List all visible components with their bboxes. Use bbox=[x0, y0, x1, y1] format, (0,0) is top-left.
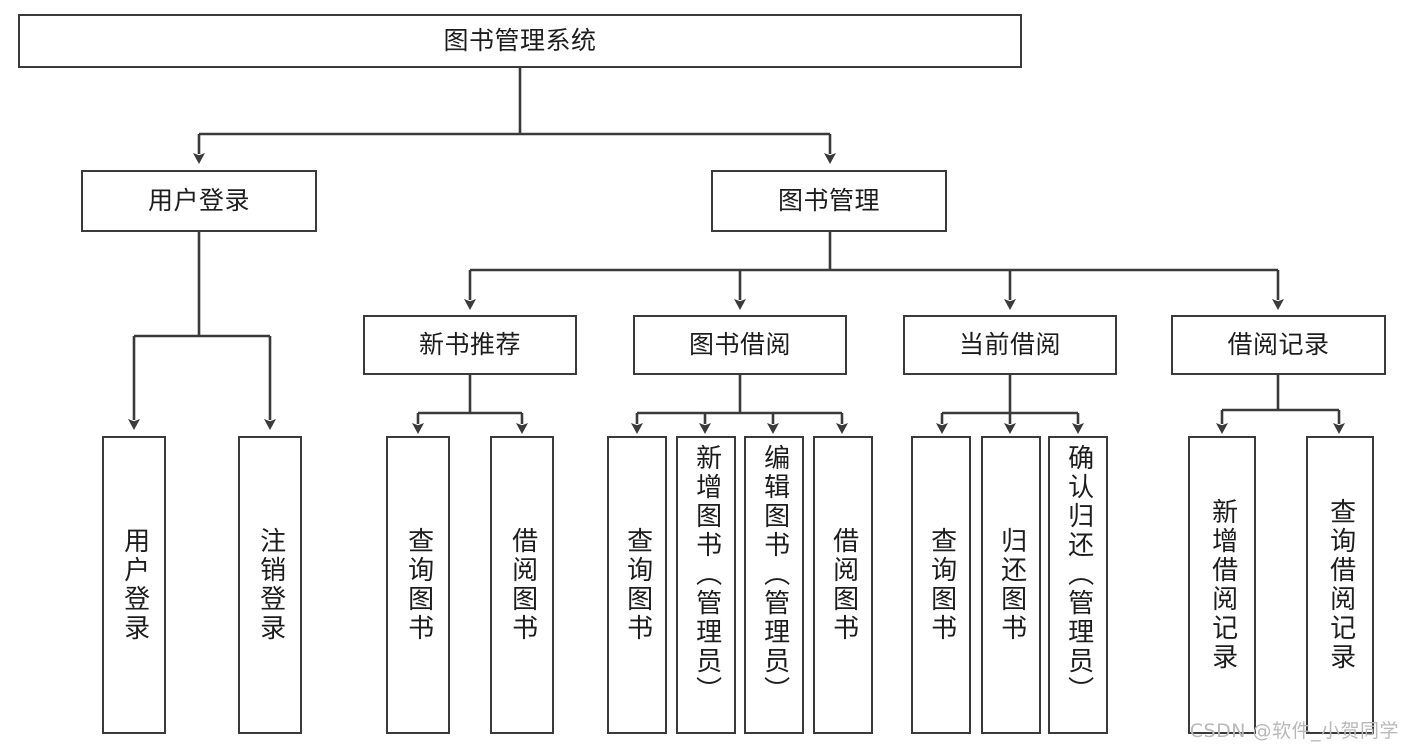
leaf-logout[interactable]: 注销登录 bbox=[238, 436, 302, 734]
leaf-query-book-borrow[interactable]: 查询图书 bbox=[607, 436, 667, 734]
node-label: 查询借阅记录 bbox=[1325, 498, 1356, 672]
node-label: 当前借阅 bbox=[958, 330, 1061, 360]
leaf-confirm-return-admin[interactable]: 确认归还（管理员） bbox=[1048, 436, 1108, 734]
leaf-borrow-book[interactable]: 借阅图书 bbox=[813, 436, 873, 734]
leaf-user-login[interactable]: 用户登录 bbox=[102, 436, 166, 734]
node-label: 图书管理 bbox=[777, 186, 880, 216]
node-label: 编辑图书（管理员） bbox=[759, 444, 790, 705]
node-label: 新增借阅记录 bbox=[1207, 498, 1238, 672]
node-new-book-recommendation[interactable]: 新书推荐 bbox=[363, 315, 577, 375]
node-book-borrowing[interactable]: 图书借阅 bbox=[633, 315, 847, 375]
node-label: 图书管理系统 bbox=[443, 26, 597, 56]
node-root-book-management-system[interactable]: 图书管理系统 bbox=[18, 14, 1022, 68]
node-label: 用户登录 bbox=[119, 527, 150, 643]
node-label: 新书推荐 bbox=[418, 330, 521, 360]
leaf-add-borrow-record[interactable]: 新增借阅记录 bbox=[1188, 436, 1256, 734]
node-label: 借阅记录 bbox=[1227, 330, 1330, 360]
node-current-borrowing[interactable]: 当前借阅 bbox=[903, 315, 1117, 375]
node-borrowing-records[interactable]: 借阅记录 bbox=[1171, 315, 1386, 375]
watermark: CSDN @软件_小贺同学 bbox=[1189, 720, 1399, 742]
leaf-query-book-recommend[interactable]: 查询图书 bbox=[386, 436, 450, 734]
node-label: 借阅图书 bbox=[828, 527, 859, 643]
leaf-add-book-admin[interactable]: 新增图书（管理员） bbox=[676, 436, 736, 734]
leaf-borrow-book-recommend[interactable]: 借阅图书 bbox=[490, 436, 554, 734]
node-label: 查询图书 bbox=[403, 527, 434, 643]
node-label: 注销登录 bbox=[255, 527, 286, 643]
leaf-query-book-current[interactable]: 查询图书 bbox=[911, 436, 971, 734]
leaf-query-borrow-record[interactable]: 查询借阅记录 bbox=[1306, 436, 1374, 734]
node-book-management[interactable]: 图书管理 bbox=[711, 170, 947, 232]
node-label: 确认归还（管理员） bbox=[1063, 444, 1094, 705]
node-user-login[interactable]: 用户登录 bbox=[81, 170, 317, 232]
node-label: 查询图书 bbox=[622, 527, 653, 643]
node-label: 图书借阅 bbox=[688, 330, 791, 360]
node-label: 归还图书 bbox=[996, 527, 1027, 643]
node-label: 借阅图书 bbox=[507, 527, 538, 643]
node-label: 用户登录 bbox=[147, 186, 250, 216]
leaf-edit-book-admin[interactable]: 编辑图书（管理员） bbox=[744, 436, 804, 734]
leaf-return-book[interactable]: 归还图书 bbox=[981, 436, 1041, 734]
node-label: 新增图书（管理员） bbox=[691, 444, 722, 705]
node-label: 查询图书 bbox=[926, 527, 957, 643]
